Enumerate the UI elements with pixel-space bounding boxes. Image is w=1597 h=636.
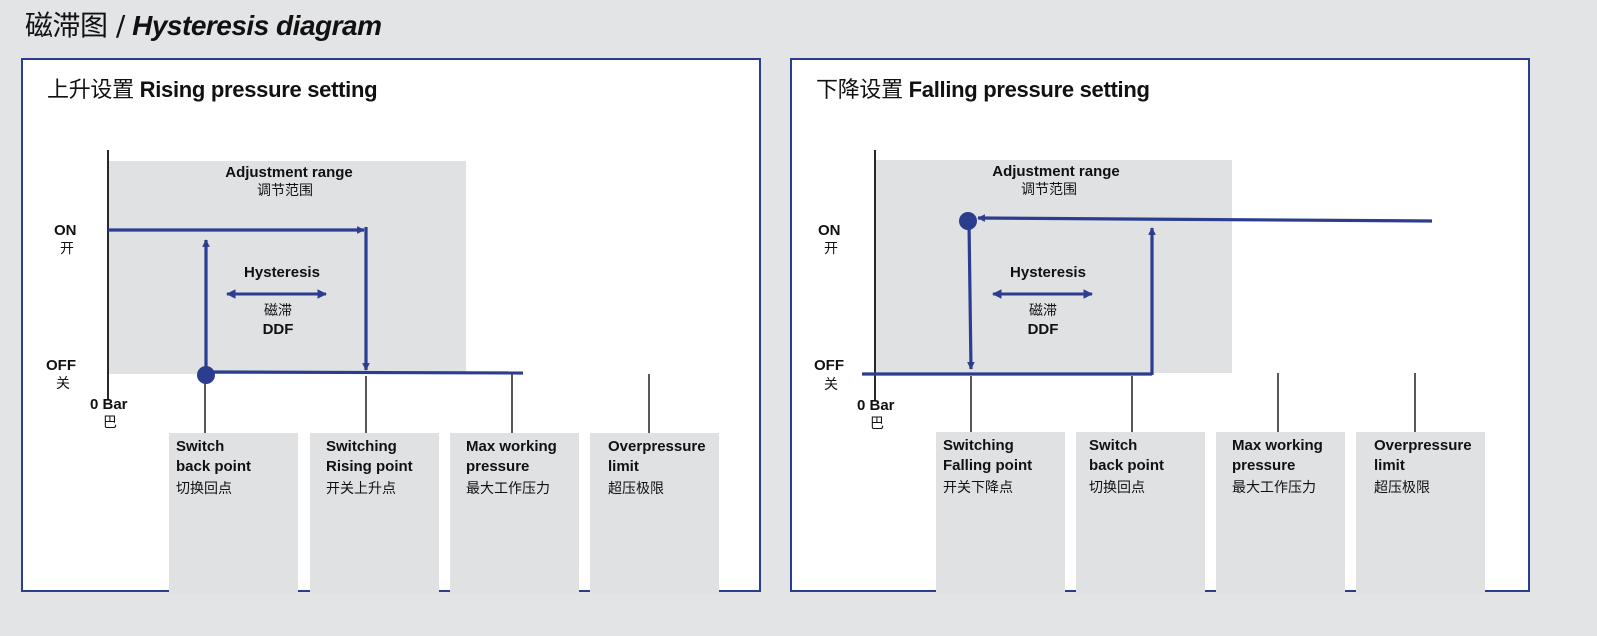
column-label: Overpressure — [1374, 437, 1472, 454]
rising-title-en: Rising pressure setting — [139, 77, 378, 102]
falling-diagram: Adjustment range 调节范围 Hysteresis 磁滞 DDF … — [814, 150, 1485, 594]
on-level-arrow — [977, 214, 1433, 223]
page-title-cn: 磁滞图 / — [25, 9, 125, 42]
column-label-cn: 最大工作压力 — [1232, 479, 1316, 495]
adjustment-range-label: Adjustment range — [225, 164, 353, 181]
falling-panel-title: 下降设置 Falling pressure setting — [816, 76, 1150, 105]
column-label: pressure — [466, 458, 529, 475]
column-box — [936, 432, 1065, 594]
column-label-cn: 超压极限 — [1374, 479, 1430, 495]
column-label-cn: 切换回点 — [176, 480, 232, 496]
column-label: Max working — [1232, 437, 1323, 454]
column-label: Max working — [466, 438, 557, 455]
column-label-cn: 开关下降点 — [943, 479, 1013, 495]
column-label: Falling point — [943, 457, 1032, 474]
zero-bar-label: 0 Bar — [90, 396, 128, 413]
column-box — [310, 433, 439, 594]
on-label-cn: 开 — [60, 240, 74, 256]
column-label-cn: 开关上升点 — [326, 480, 396, 496]
column-box — [169, 433, 298, 594]
rising-diagram: Adjustment range 调节范围 Hysteresis 磁滞 DDF … — [46, 150, 719, 594]
column-label: Overpressure — [608, 438, 706, 455]
rising-panel-title: 上升设置 Rising pressure setting — [47, 76, 378, 105]
start-dot — [197, 366, 215, 384]
switch-down-arrow — [967, 221, 975, 370]
column-label: Rising point — [326, 458, 413, 475]
off-label: OFF — [46, 357, 76, 374]
on-label-cn: 开 — [824, 240, 838, 256]
column-box — [1216, 432, 1345, 594]
off-label: OFF — [814, 357, 844, 374]
column-label: pressure — [1232, 457, 1295, 474]
on-label: ON — [54, 222, 77, 239]
zero-bar-label-cn: 巴 — [870, 415, 884, 431]
hysteresis-label-cn: 磁滞 — [1029, 302, 1057, 318]
column-label: back point — [176, 458, 251, 475]
column-box — [1076, 432, 1205, 594]
column-label: back point — [1089, 457, 1164, 474]
column-label: Switch — [1089, 437, 1137, 454]
column-label: limit — [608, 458, 639, 475]
column-label-cn: 超压极限 — [608, 480, 664, 496]
zero-bar-label: 0 Bar — [857, 397, 895, 414]
page-title-en: Hysteresis diagram — [132, 10, 382, 41]
column-box — [450, 433, 579, 594]
hysteresis-label-cn: 磁滞 — [264, 302, 292, 318]
adjustment-range-label: Adjustment range — [992, 163, 1120, 180]
rising-title-cn: 上升设置 — [47, 78, 134, 103]
column-label: Switch — [176, 438, 224, 455]
column-label-cn: 切换回点 — [1089, 479, 1145, 495]
hysteresis-abbr: DDF — [263, 321, 294, 338]
start-dot — [959, 212, 977, 230]
adjustment-range-area — [876, 160, 1232, 373]
column-label: Switching — [326, 438, 397, 455]
adjustment-range-area — [108, 161, 466, 374]
column-box — [1356, 432, 1485, 594]
falling-title-en: Falling pressure setting — [908, 77, 1150, 102]
zero-bar-label-cn: 巴 — [103, 414, 117, 430]
off-label-cn: 关 — [56, 375, 70, 391]
hysteresis-label: Hysteresis — [244, 264, 320, 281]
hysteresis-abbr: DDF — [1028, 321, 1059, 338]
rising-panel: 上升设置 Rising pressure setting — [21, 58, 761, 594]
column-label-cn: 最大工作压力 — [466, 480, 550, 496]
off-label-cn: 关 — [824, 376, 838, 392]
column-label: Switching — [943, 437, 1014, 454]
adjustment-range-label-cn: 调节范围 — [257, 182, 313, 198]
off-level-line — [204, 370, 524, 375]
column-label: limit — [1374, 457, 1405, 474]
falling-panel: 下降设置 Falling pressure setting — [790, 58, 1530, 594]
on-label: ON — [818, 222, 841, 239]
column-box — [590, 433, 719, 594]
page-title: 磁滞图 / Hysteresis diagram — [25, 8, 382, 44]
adjustment-range-label-cn: 调节范围 — [1021, 181, 1077, 197]
hysteresis-label: Hysteresis — [1010, 264, 1086, 281]
falling-title-cn: 下降设置 — [816, 78, 903, 103]
